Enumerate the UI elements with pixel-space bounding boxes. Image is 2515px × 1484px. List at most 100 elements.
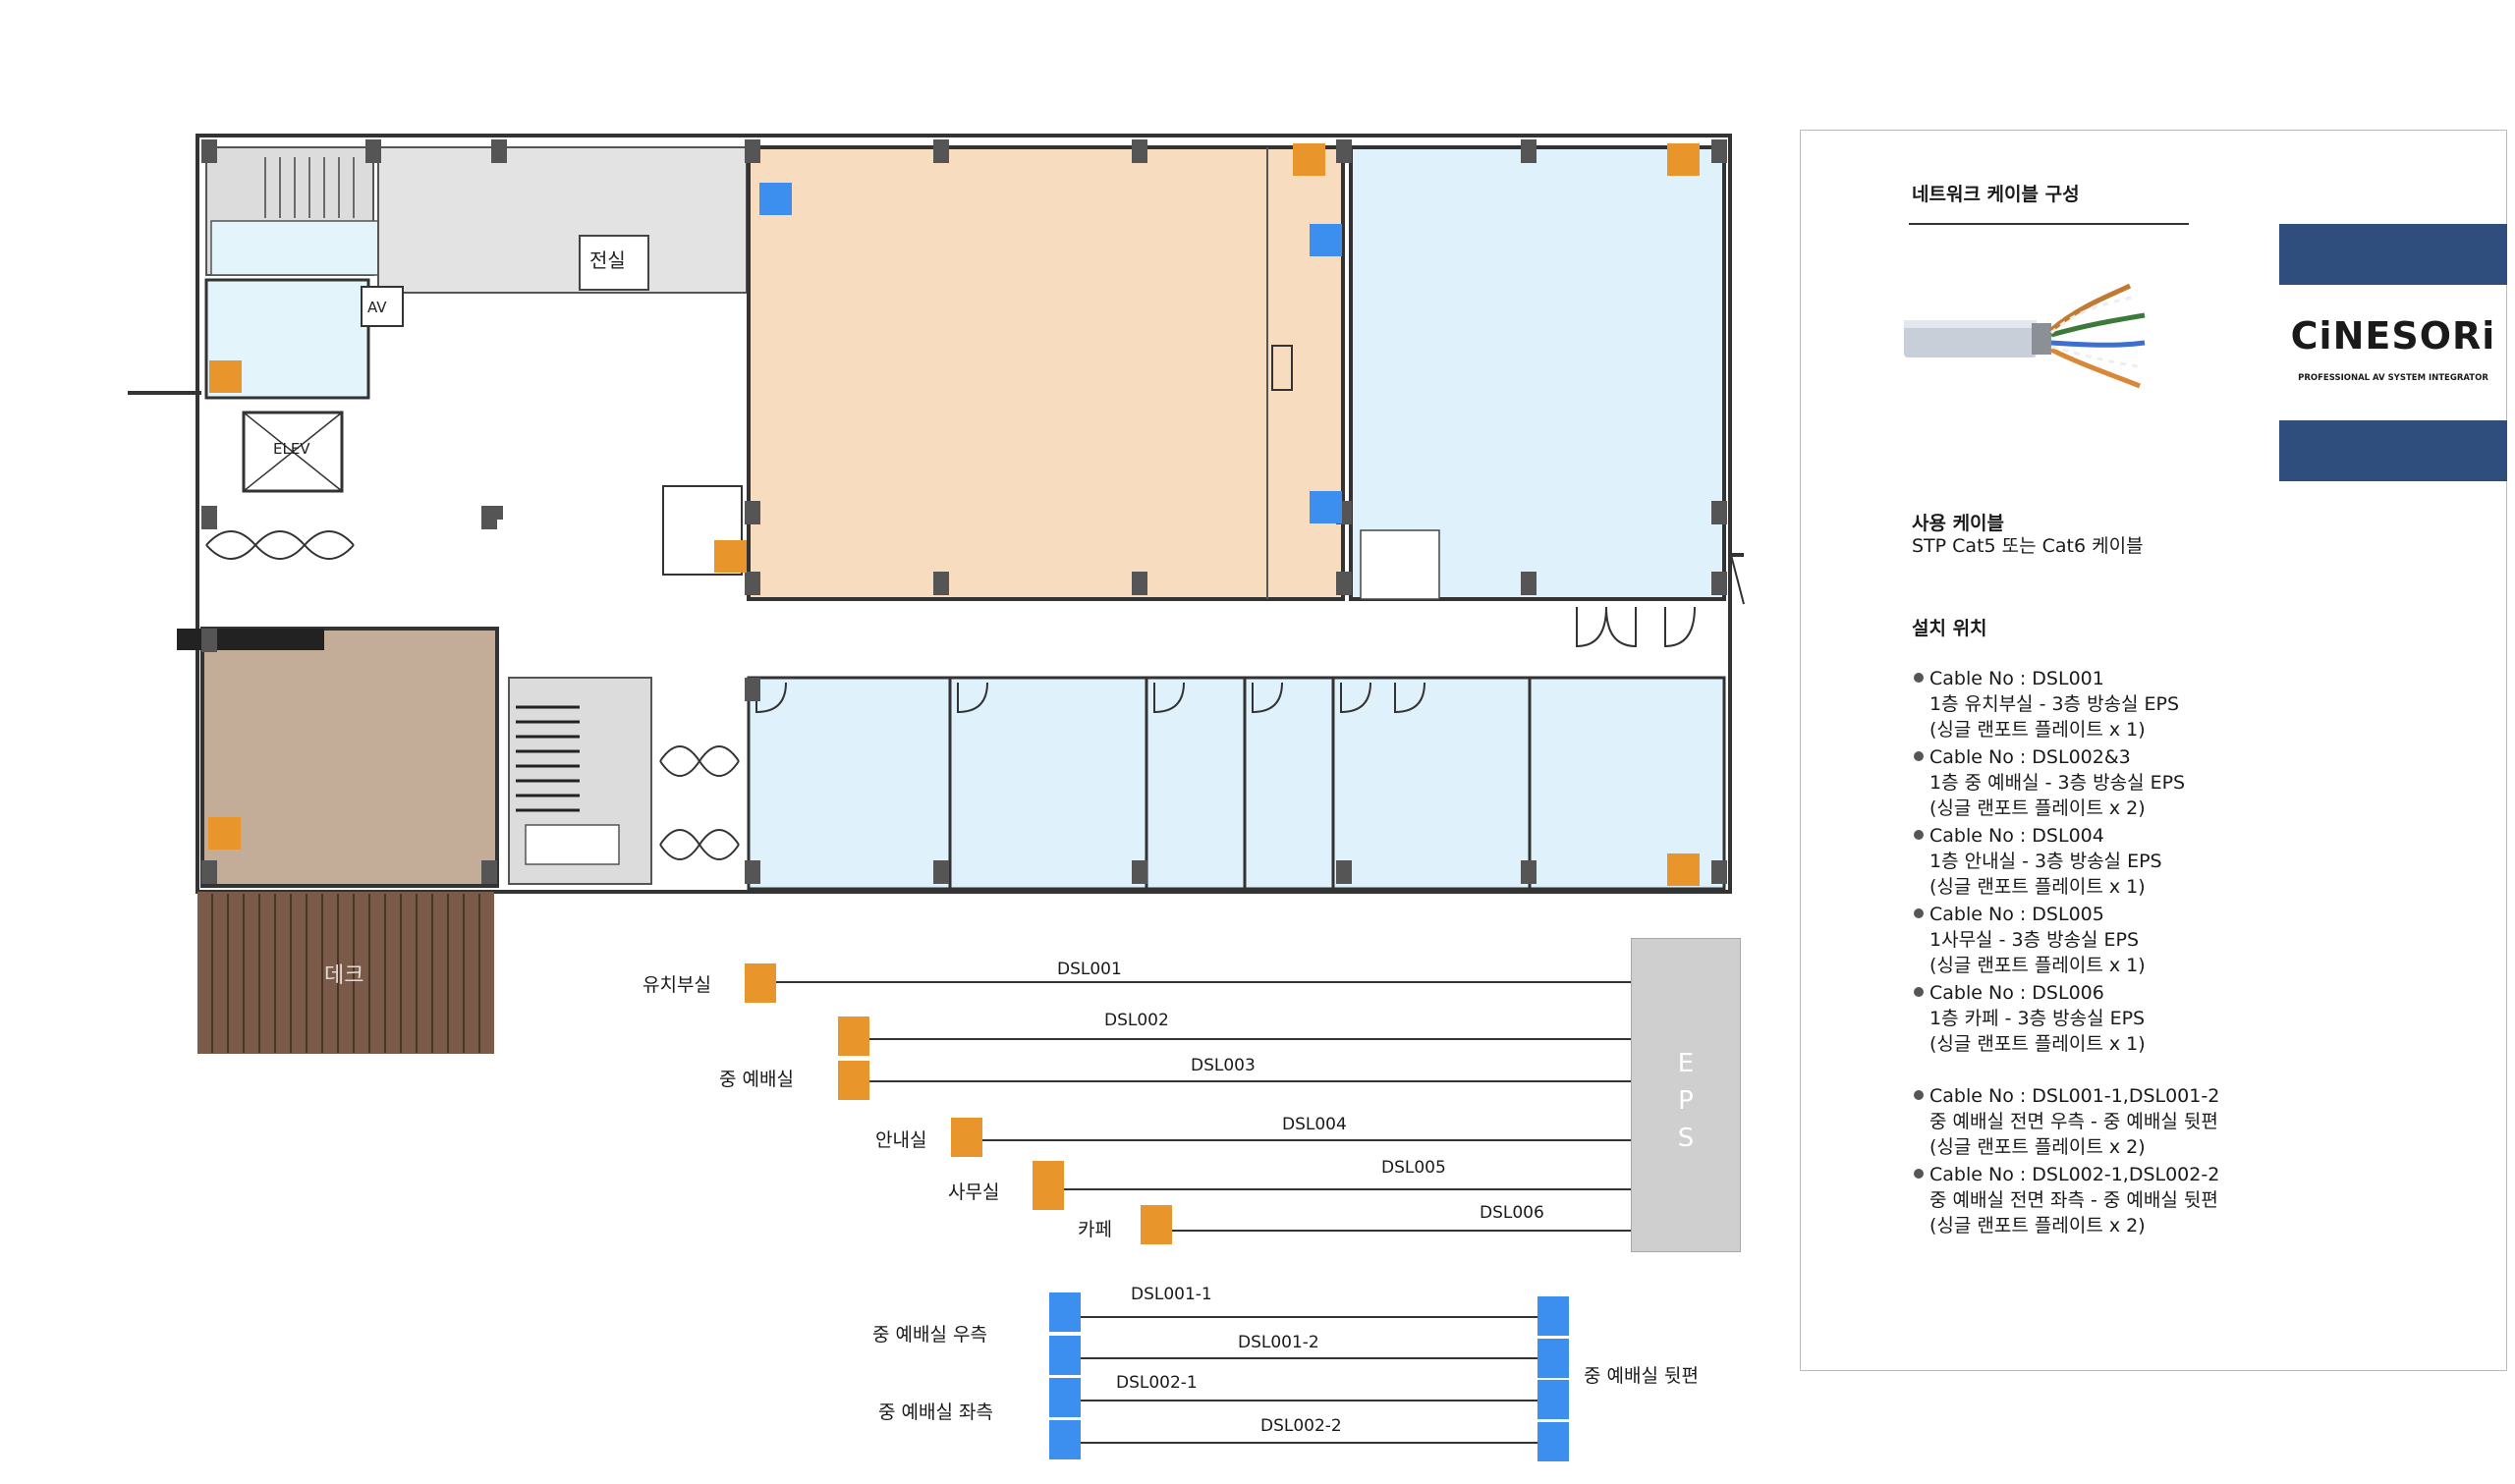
deck — [197, 892, 494, 1054]
entry-3-route: 1층 안내실 - 3층 방송실 EPS — [1929, 851, 2162, 872]
floor-plan: 데크 전실 AV ELEV — [128, 134, 1745, 1054]
outlet-hall-right-1 — [1310, 224, 1342, 256]
wire-dsl001-2 — [1081, 1357, 1537, 1359]
outlet-cafe — [1667, 853, 1700, 886]
counter — [177, 629, 324, 650]
entry-7-plate: (싱글 랜포트 플레이트 x 2) — [1929, 1215, 2146, 1237]
corridor-top-left — [210, 220, 379, 276]
wire-dsl004 — [982, 1139, 1631, 1141]
cable-type: STP Cat5 또는 Cat6 케이블 — [1912, 535, 2144, 557]
entry-1-no: Cable No : DSL001 — [1929, 668, 2104, 689]
wire-dsl002-1 — [1081, 1400, 1537, 1402]
brand-tagline: PROFESSIONAL AV SYSTEM INTEGRATOR — [2298, 373, 2488, 383]
entry-4-plate: (싱글 랜포트 플레이트 x 1) — [1929, 955, 2146, 976]
wire-dsl003 — [869, 1080, 1631, 1082]
outlet-upper-right-room — [1667, 143, 1700, 176]
eps-label-p: P — [1678, 1086, 1694, 1116]
room-lower-2 — [948, 676, 1148, 891]
label-dsl002-1: DSL002-1 — [1116, 1373, 1198, 1393]
panel-title: 네트워크 케이블 구성 — [1912, 184, 2080, 205]
entry-2-plate: (싱글 랜포트 플레이트 x 2) — [1929, 797, 2146, 819]
wire-dsl006 — [1172, 1230, 1631, 1232]
outlet-dsl001-2-left — [1049, 1336, 1081, 1375]
outlet-dsl004 — [951, 1118, 982, 1157]
outlet-dsl001-1-right — [1537, 1296, 1569, 1336]
brand-logo: CiNESORi — [2290, 314, 2496, 357]
outlet-dsl002 — [838, 1017, 869, 1056]
eps-label-e: E — [1677, 1049, 1695, 1078]
av-room-label: AV — [367, 299, 387, 316]
brand-bar-top — [2279, 224, 2507, 285]
eps-box: E P S — [1631, 938, 1741, 1252]
stair-treads-top — [264, 157, 355, 218]
entry-6-route: 중 예배실 전면 우측 - 중 예배실 뒷편 — [1929, 1111, 2218, 1132]
room-upper-right — [1349, 145, 1726, 601]
install-heading: 설치 위치 — [1912, 618, 1987, 639]
outlet-dsl001-2-right — [1537, 1339, 1569, 1378]
deck-label: 데크 — [324, 963, 363, 988]
label-dsl001: DSL001 — [1057, 960, 1122, 979]
outlet-dsl002-1-left — [1049, 1378, 1081, 1417]
outlet-dsl001 — [745, 963, 776, 1003]
label-dsl003: DSL003 — [1191, 1056, 1256, 1075]
brand-bar-bottom — [2279, 420, 2507, 481]
outlet-dsl002-2-right — [1537, 1422, 1569, 1461]
room-lower-1 — [747, 676, 952, 891]
outlet-dsl002-1-right — [1537, 1380, 1569, 1419]
entry-3: Cable No : DSL004 1층 안내실 - 3층 방송실 EPS (싱… — [1914, 823, 2162, 900]
entry-1: Cable No : DSL001 1층 유치부실 - 3층 방송실 EPS (… — [1914, 666, 2179, 742]
wire-dsl002-2 — [1081, 1442, 1537, 1444]
label-cafe: 카페 — [1078, 1219, 1112, 1240]
eps-label-s: S — [1677, 1124, 1695, 1153]
label-dsl002: DSL002 — [1104, 1011, 1169, 1030]
corridor-doors-right — [1576, 606, 1696, 648]
entry-1-plate: (싱글 랜포트 플레이트 x 1) — [1929, 719, 2146, 741]
label-office: 사무실 — [948, 1182, 1000, 1203]
entry-5-plate: (싱글 랜포트 플레이트 x 1) — [1929, 1033, 2146, 1055]
entry-4: Cable No : DSL005 1사무실 - 3층 방송실 EPS (싱글 … — [1914, 902, 2146, 978]
entry-4-no: Cable No : DSL005 — [1929, 904, 2104, 925]
lobby-doors — [205, 530, 355, 560]
entry-4-route: 1사무실 - 3층 방송실 EPS — [1929, 929, 2140, 951]
label-kindergarten: 유치부실 — [643, 974, 711, 996]
elevator-label: ELEV — [273, 440, 310, 458]
cable-heading: 사용 케이블 — [1912, 513, 2005, 534]
outlet-kindergarten — [209, 360, 242, 393]
label-main-hall: 중 예배실 — [719, 1069, 794, 1090]
electric-room — [579, 235, 649, 291]
toilet-block — [377, 146, 748, 294]
columns — [201, 139, 1727, 884]
electric-room-label: 전실 — [589, 248, 626, 272]
room-main-hall — [747, 145, 1345, 601]
entry-6-plate: (싱글 랜포트 플레이트 x 2) — [1929, 1136, 2146, 1158]
label-dsl006: DSL006 — [1480, 1203, 1544, 1223]
entry-7-route: 중 예배실 전면 좌측 - 중 예배실 뒷편 — [1929, 1189, 2218, 1211]
entry-5-route: 1층 카페 - 3층 방송실 EPS — [1929, 1008, 2146, 1029]
outlet-dsl002-2-left — [1049, 1420, 1081, 1459]
room-lower-left — [200, 627, 499, 888]
lower-room-doors — [755, 682, 1425, 714]
label-dsl001-1: DSL001-1 — [1131, 1285, 1212, 1304]
entry-5-no: Cable No : DSL006 — [1929, 982, 2104, 1004]
av-room — [361, 286, 404, 327]
label-reception: 안내실 — [875, 1129, 927, 1151]
outlet-dsl003 — [838, 1061, 869, 1100]
wire-dsl001 — [776, 981, 1631, 983]
outlet-hall-right-2 — [1310, 491, 1342, 523]
label-hall-back: 중 예배실 뒷편 — [1584, 1365, 1699, 1387]
label-dsl005: DSL005 — [1381, 1158, 1446, 1178]
room-lower-3 — [1145, 676, 1247, 891]
outlet-hall-left-1 — [759, 183, 792, 215]
wire-dsl001-1 — [1081, 1316, 1537, 1318]
entry-1-route: 1층 유치부실 - 3층 방송실 EPS — [1929, 693, 2180, 715]
entry-6-no: Cable No : DSL001-1,DSL001-2 — [1929, 1085, 2220, 1107]
label-hall-left: 중 예배실 좌측 — [878, 1402, 993, 1423]
entry-7-no: Cable No : DSL002-1,DSL002-2 — [1929, 1164, 2220, 1185]
entry-5: Cable No : DSL006 1층 카페 - 3층 방송실 EPS (싱글… — [1914, 980, 2146, 1057]
entry-2: Cable No : DSL002&3 1층 중 예배실 - 3층 방송실 EP… — [1914, 744, 2185, 821]
entry-3-plate: (싱글 랜포트 플레이트 x 1) — [1929, 876, 2146, 898]
outlet-dsl005 — [1033, 1161, 1064, 1210]
room-lower-5 — [1331, 676, 1532, 891]
wire-dsl005 — [1064, 1188, 1631, 1190]
label-hall-right: 중 예배실 우측 — [872, 1324, 987, 1346]
